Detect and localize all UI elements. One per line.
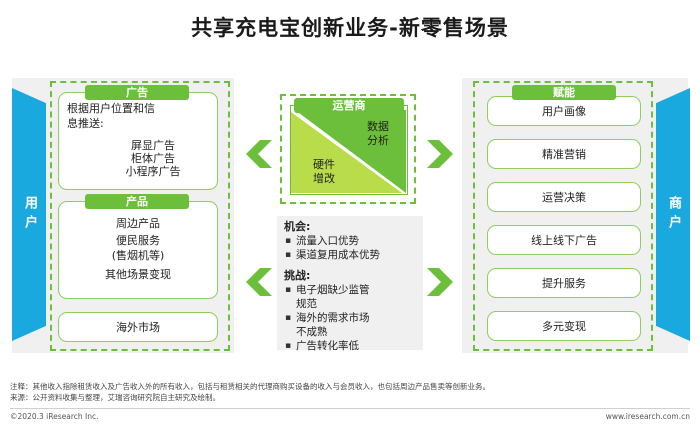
empower-item-label: 用户画像 bbox=[542, 105, 586, 118]
footnote-note: 注释：其他收入指除租赁收入及广告收入外的所有收入，包括与租赁相关的代理商购买设备… bbox=[10, 382, 490, 391]
products-tag: 产品 bbox=[85, 194, 189, 209]
merchant-banner-label: 商户 bbox=[666, 195, 681, 234]
ads-box: 根据用户位置和信 息推送: 屏显广告 柜体广告 小程序广告 bbox=[58, 92, 218, 190]
user-banner: 用户 bbox=[12, 88, 46, 341]
right-bottom-chevron-icon bbox=[427, 268, 453, 296]
footer-divider bbox=[10, 408, 690, 409]
product-item: 便民服务 bbox=[116, 234, 160, 247]
empower-item-label: 线上线下广告 bbox=[531, 234, 597, 247]
footnote-source: 来源：公开资料收集与整理，艾瑞咨询研究院自主研究及绘制。 bbox=[10, 393, 220, 402]
empower-item-label: 多元变现 bbox=[542, 320, 586, 333]
empower-item: 用户画像 bbox=[487, 96, 641, 126]
overseas-label: 海外市场 bbox=[116, 321, 160, 334]
challenge-item: 海外的需求市场 不成熟 bbox=[284, 311, 420, 339]
hardware-triangle bbox=[291, 112, 402, 193]
products-box: 周边产品 便民服务 (售烟机等) 其他场景变现 bbox=[58, 201, 218, 299]
empower-item-label: 提升服务 bbox=[542, 277, 586, 290]
empower-item: 精准营销 bbox=[487, 139, 641, 169]
opportunities-list: 流量入口优势 渠道复用成本优势 bbox=[284, 234, 420, 262]
empower-item: 多元变现 bbox=[487, 311, 641, 341]
product-item: (售烟机等) bbox=[111, 249, 165, 262]
empower-item-label: 精准营销 bbox=[542, 148, 586, 161]
operator-tag: 运营商 bbox=[294, 98, 404, 113]
challenges-title: 挑战: bbox=[284, 269, 311, 282]
operator-dashed-frame bbox=[280, 94, 416, 204]
opportunity-item: 渠道复用成本优势 bbox=[284, 248, 420, 262]
ads-line2: 息推送: bbox=[67, 117, 104, 130]
opportunity-item: 流量入口优势 bbox=[284, 234, 420, 248]
left-dashed-frame bbox=[50, 81, 230, 351]
product-item: 其他场景变现 bbox=[105, 268, 171, 281]
empower-item: 线上线下广告 bbox=[487, 225, 641, 255]
left-bottom-chevron-icon bbox=[246, 268, 272, 296]
opportunities-title: 机会: bbox=[284, 220, 311, 233]
challenge-item: 广告转化率低 bbox=[284, 339, 420, 353]
empower-item: 提升服务 bbox=[487, 268, 641, 298]
challenge-item: 电子烟缺少监管 规范 bbox=[284, 283, 420, 311]
copyright: ©2020.3 iResearch Inc. bbox=[10, 412, 99, 421]
user-banner-label: 用户 bbox=[22, 195, 37, 234]
website: www.iresearch.com.cn bbox=[605, 412, 690, 421]
empower-tag: 赋能 bbox=[512, 85, 616, 100]
merchant-banner: 商户 bbox=[656, 88, 690, 341]
overseas-box: 海外市场 bbox=[58, 312, 218, 342]
data-analysis-triangle bbox=[295, 110, 406, 193]
challenges-list: 电子烟缺少监管 规范 海外的需求市场 不成熟 广告转化率低 bbox=[284, 283, 420, 353]
ads-item: 小程序广告 bbox=[125, 165, 181, 178]
left-top-chevron-icon bbox=[246, 140, 272, 168]
empower-item-label: 运营决策 bbox=[542, 191, 586, 204]
ads-item: 柜体广告 bbox=[131, 152, 175, 165]
right-dashed-frame bbox=[473, 81, 653, 351]
product-item: 周边产品 bbox=[116, 217, 160, 230]
empower-item: 运营决策 bbox=[487, 182, 641, 212]
operator-triangles bbox=[291, 110, 406, 193]
right-top-chevron-icon bbox=[427, 140, 453, 168]
ads-item: 屏显广告 bbox=[131, 139, 175, 152]
center-info: 机会: 流量入口优势 渠道复用成本优势 挑战: 电子烟缺少监管 规范 海外的需求… bbox=[284, 219, 420, 353]
operator-upper-text: 数据 分析 bbox=[367, 120, 389, 147]
operator-lower-text: 硬件 增改 bbox=[313, 158, 335, 185]
ads-line1: 根据用户位置和信 bbox=[67, 102, 155, 115]
page-title: 共享充电宝创新业务-新零售场景 bbox=[191, 16, 509, 40]
ads-tag: 广告 bbox=[85, 85, 189, 100]
operator-box: 数据 分析 硬件 增改 bbox=[290, 105, 408, 195]
